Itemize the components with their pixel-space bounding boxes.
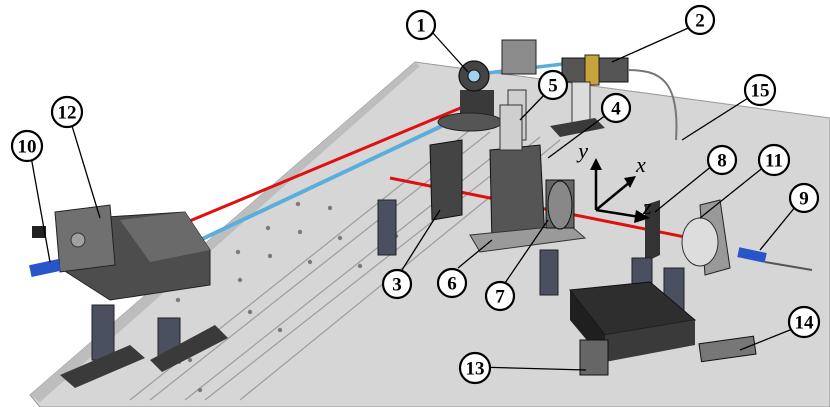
callout-12: 12: [50, 95, 84, 129]
xyz-stage: [569, 281, 757, 376]
callout-2-label: 2: [695, 11, 705, 32]
coordinate-axes: y x z: [576, 138, 652, 223]
callout-1-label: 1: [416, 16, 426, 37]
mirror-panel: [429, 139, 463, 221]
mirror-mount-top: [437, 60, 503, 132]
axis-label-y: y: [576, 138, 588, 163]
axis-label-x: x: [635, 152, 646, 177]
fiber-cable-right: [764, 261, 813, 271]
callout-9: 9: [788, 182, 820, 214]
red-laser-beam-main: [179, 102, 471, 227]
callout-15: 15: [743, 73, 777, 107]
callout-4: 4: [600, 92, 632, 124]
callout-4-label: 4: [611, 99, 621, 120]
post-holders-left: [60, 304, 228, 388]
callout-9-label: 9: [799, 189, 809, 210]
axis-label-z: z: [642, 194, 652, 219]
callout-5: 5: [537, 69, 569, 101]
callout-3-label: 3: [392, 275, 402, 296]
translation-stage-center: [469, 104, 587, 253]
callout-8-label: 8: [717, 151, 727, 172]
light-source-housing: [54, 204, 211, 301]
blue-laser-beam-main: [199, 106, 481, 242]
callout-6: 6: [436, 267, 468, 299]
callout-10: 10: [10, 129, 44, 163]
callout-13-label: 13: [466, 359, 485, 380]
callout-2: 2: [684, 4, 716, 36]
post-item-3: [377, 199, 397, 256]
fiber-connector: [29, 259, 61, 277]
callout-14: 14: [787, 305, 821, 339]
fiber-launcher: [550, 54, 678, 141]
callout-5-label: 5: [548, 76, 558, 97]
callout-8: 8: [706, 144, 738, 176]
callout-3: 3: [381, 268, 413, 300]
callout-7: 7: [484, 280, 516, 312]
post-item-7: [539, 249, 559, 296]
callout-13: 13: [458, 351, 492, 385]
fiber-output: [737, 247, 767, 263]
optical-table-edge: [30, 62, 420, 402]
callout-12-label: 12: [58, 103, 77, 124]
leader-lines: [29, 24, 801, 371]
callout-7-label: 7: [495, 287, 505, 308]
callout-6-label: 6: [447, 274, 457, 295]
callout-11: 11: [757, 143, 791, 177]
callout-15-label: 15: [751, 81, 770, 102]
callout-10-label: 10: [18, 137, 37, 158]
callout-1: 1: [405, 9, 437, 41]
callout-14-label: 14: [795, 313, 815, 334]
callout-11-label: 11: [765, 151, 783, 172]
prism-mount-top: [501, 39, 537, 75]
black-knob-left: [32, 226, 46, 238]
